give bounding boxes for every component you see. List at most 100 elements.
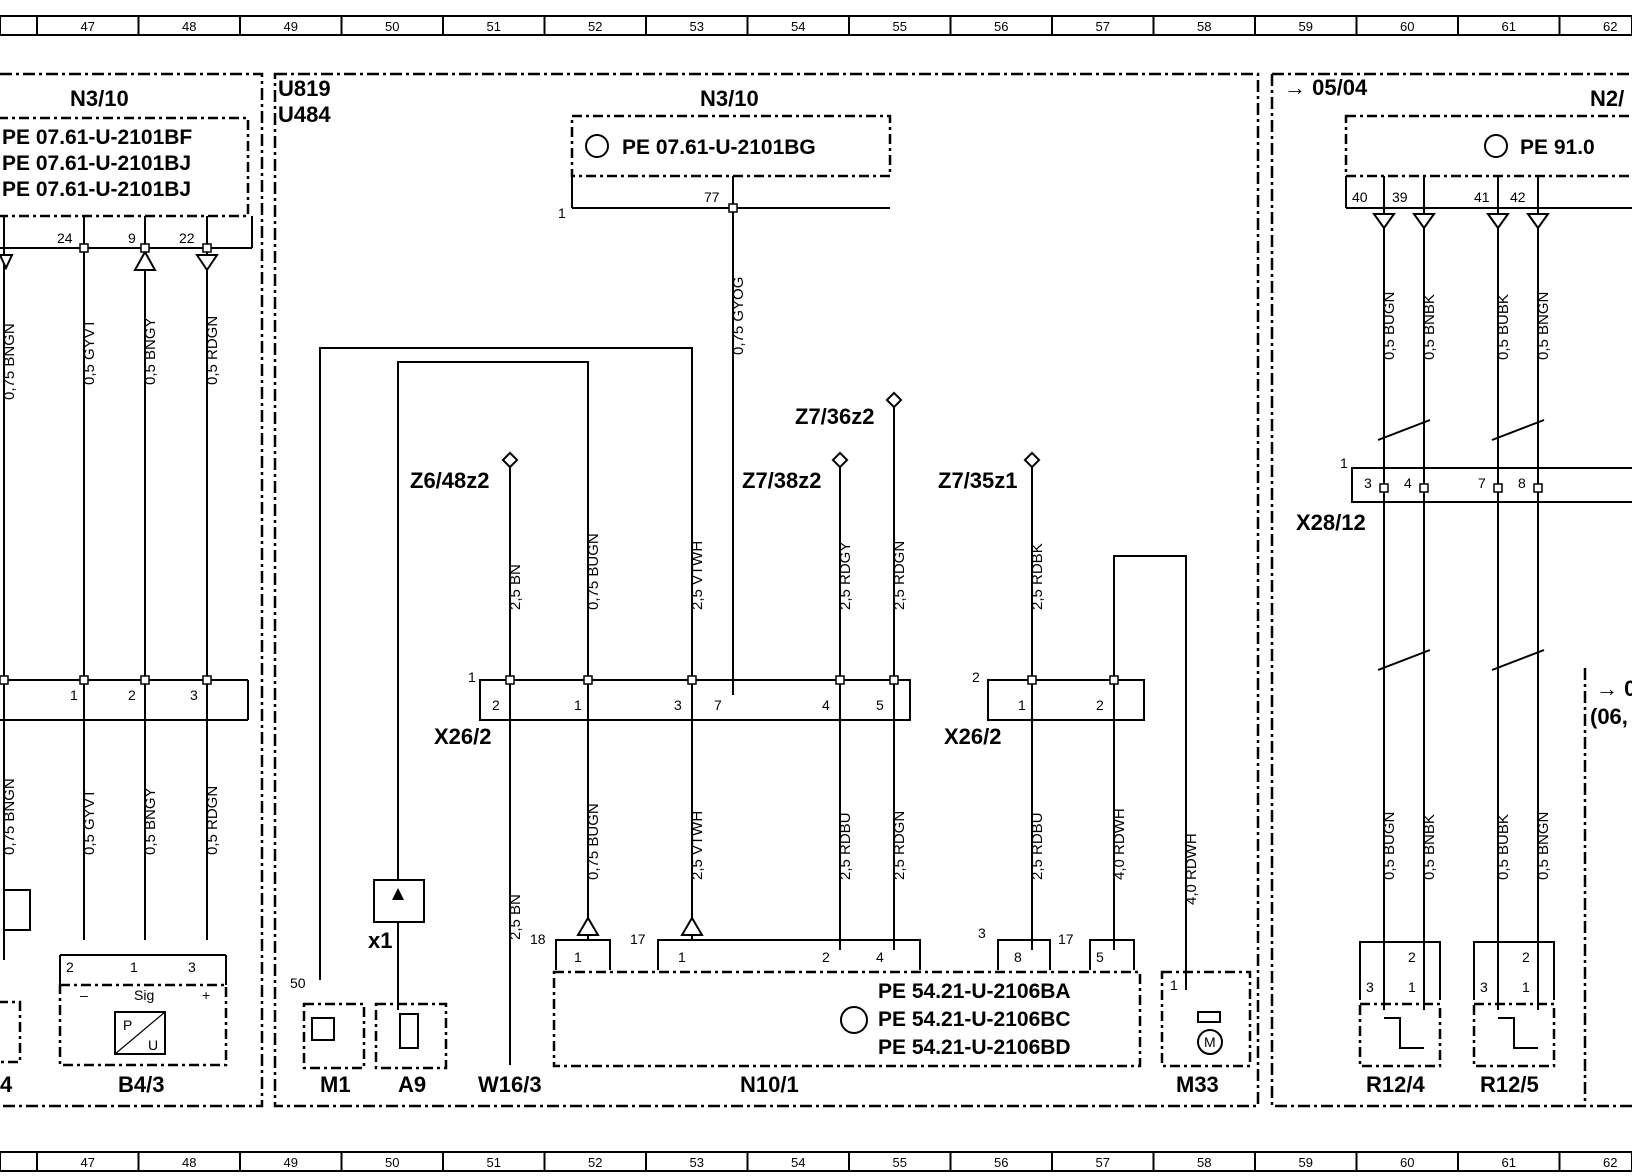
wire-label: 0,5 BNBK [1421, 814, 1438, 880]
ruler-cell-label: 60 [1400, 1155, 1414, 1170]
twist-mark [1377, 419, 1431, 441]
pin-contact [1533, 483, 1543, 493]
ecu-icon [840, 1006, 868, 1034]
pin-contact [202, 675, 212, 685]
splice-icon [1023, 451, 1041, 469]
component-label-a9: A9 [398, 1072, 426, 1097]
pin-contact [140, 675, 150, 685]
wire-label: 4,0 RDWH [1183, 833, 1200, 905]
wire-label: 2,5 RDGN [891, 811, 908, 880]
pin-label: Sig [134, 987, 154, 1003]
component-label-n3-10-center: N3/10 [700, 86, 759, 111]
ruler-cell-label: 58 [1197, 19, 1211, 34]
motor-icon [1197, 1029, 1223, 1055]
twist-mark [1377, 649, 1431, 671]
arrow-down-icon [1486, 213, 1510, 230]
ruler-cell-label: 62 [1603, 19, 1617, 34]
right-group-frame [1270, 72, 1632, 1108]
ref-mid-right: → 0 [1596, 676, 1632, 701]
pin-contact [1419, 483, 1429, 493]
pin-2-left: 2 [128, 687, 136, 703]
pin-label: 2 [972, 669, 980, 685]
splice-icon [501, 451, 519, 469]
wire-label: 0,75 BUGN [585, 533, 602, 610]
pe-ref-n10-1-c: PE 54.21-U-2106BD [878, 1036, 1071, 1059]
pin-label: 4 [822, 697, 830, 713]
component-label-w16-3: W16/3 [478, 1072, 542, 1097]
ruler-cell-label: 51 [487, 19, 501, 34]
pe-ref-n10-1-b: PE 54.21-U-2106BC [878, 1008, 1071, 1031]
pin-contact [1109, 675, 1119, 685]
wire-label-bngy-top: 0,5 BNGY [142, 317, 159, 385]
wire-segment [114, 1011, 166, 1055]
wire-loop-outer [319, 347, 693, 980]
pin-contact [1493, 483, 1503, 493]
group-label-u819: U819 [278, 76, 331, 101]
wire-label: 2,5 VTWH [689, 811, 706, 880]
wire-label: 2,5 BN [507, 894, 524, 940]
ref-top-right: → 05/04 [1284, 75, 1368, 100]
twist-mark [1491, 649, 1545, 671]
wire-label: 2,5 VTWH [689, 541, 706, 610]
pe-ref-n3-10-left-3: PE 07.61-U-2101BJ [2, 178, 191, 201]
wire-label: 4,0 RDWH [1111, 808, 1128, 880]
heater-element-icon [1384, 1017, 1424, 1049]
component-label-b4-3: B4/3 [118, 1072, 164, 1097]
left-partial-box [0, 1000, 22, 1064]
wire-label: 2,5 RDBU [837, 812, 854, 880]
arrow-up-icon [576, 916, 600, 936]
wire-label: 2,5 BN [507, 564, 524, 610]
ruler-cell-label: 52 [588, 19, 602, 34]
pin-contact [835, 675, 845, 685]
ruler-cell-label: 52 [588, 1155, 602, 1170]
wire-label: 2,5 RDBK [1029, 543, 1046, 610]
ruler-cell-label: 55 [893, 19, 907, 34]
pin-contact [728, 203, 738, 213]
ruler-cell-label: 49 [284, 1155, 298, 1170]
arrow-icon [0, 254, 14, 271]
ecu-icon [585, 134, 609, 158]
ruler-cell-label: 49 [284, 19, 298, 34]
pin-label: 3 [188, 959, 196, 975]
arrow-down-icon [1372, 213, 1396, 230]
connector-label-x26-2-a: X26/2 [434, 724, 492, 749]
ruler-cell-label: 60 [1400, 19, 1414, 34]
pin-label: 7 [714, 697, 722, 713]
ruler-cell-label: 56 [994, 1155, 1008, 1170]
wire-label: 0,5 BUGN [1381, 292, 1398, 360]
splice-icon [831, 451, 849, 469]
wire-label: 0,5 BNGN [1535, 292, 1552, 360]
n10-1-box [552, 970, 1142, 1068]
pin-label: 2 [492, 697, 500, 713]
wire-rdwh-loop [1113, 555, 1187, 990]
pin-label: 1 [558, 205, 566, 221]
ruler-cell-label: 53 [690, 19, 704, 34]
wire-label: 0,5 BUBK [1495, 294, 1512, 360]
pe-ref-n3-10-left-2: PE 07.61-U-2101BJ [2, 152, 191, 175]
ruler-cell-label: 59 [1299, 1155, 1313, 1170]
pin-contact [1379, 483, 1389, 493]
component-label-m1: M1 [320, 1072, 351, 1097]
pin-label: P [123, 1017, 132, 1033]
pin-label: 1 [678, 949, 686, 965]
ruler-cell-label: 50 [385, 19, 399, 34]
pin-label: 4 [1404, 475, 1412, 491]
pin-contact [140, 243, 150, 253]
pin-label: 1 [1408, 979, 1416, 995]
pe-ref-n10-1-a: PE 54.21-U-2106BA [878, 980, 1071, 1003]
component-label-m33: M33 [1176, 1072, 1219, 1097]
connector-label-x26-2-b: X26/2 [944, 724, 1002, 749]
pin-label: 3 [1364, 475, 1372, 491]
connector-x28-12 [1351, 467, 1632, 503]
ruler-cell-label: 59 [1299, 19, 1313, 34]
pin-label: 2 [1522, 949, 1530, 965]
pin-label: 1 [574, 697, 582, 713]
left-group-frame [0, 72, 264, 1108]
wire-segment [997, 939, 1051, 970]
wire-label-bngn-bot: 0,75 BNGN [1, 778, 18, 855]
splice-label-z7-38z2: Z7/38z2 [742, 468, 822, 493]
ecu-icon [1484, 134, 1508, 158]
pe-ref-n3-10-center: PE 07.61-U-2101BG [622, 136, 816, 159]
component-label-left-partial: 4 [0, 1072, 13, 1097]
